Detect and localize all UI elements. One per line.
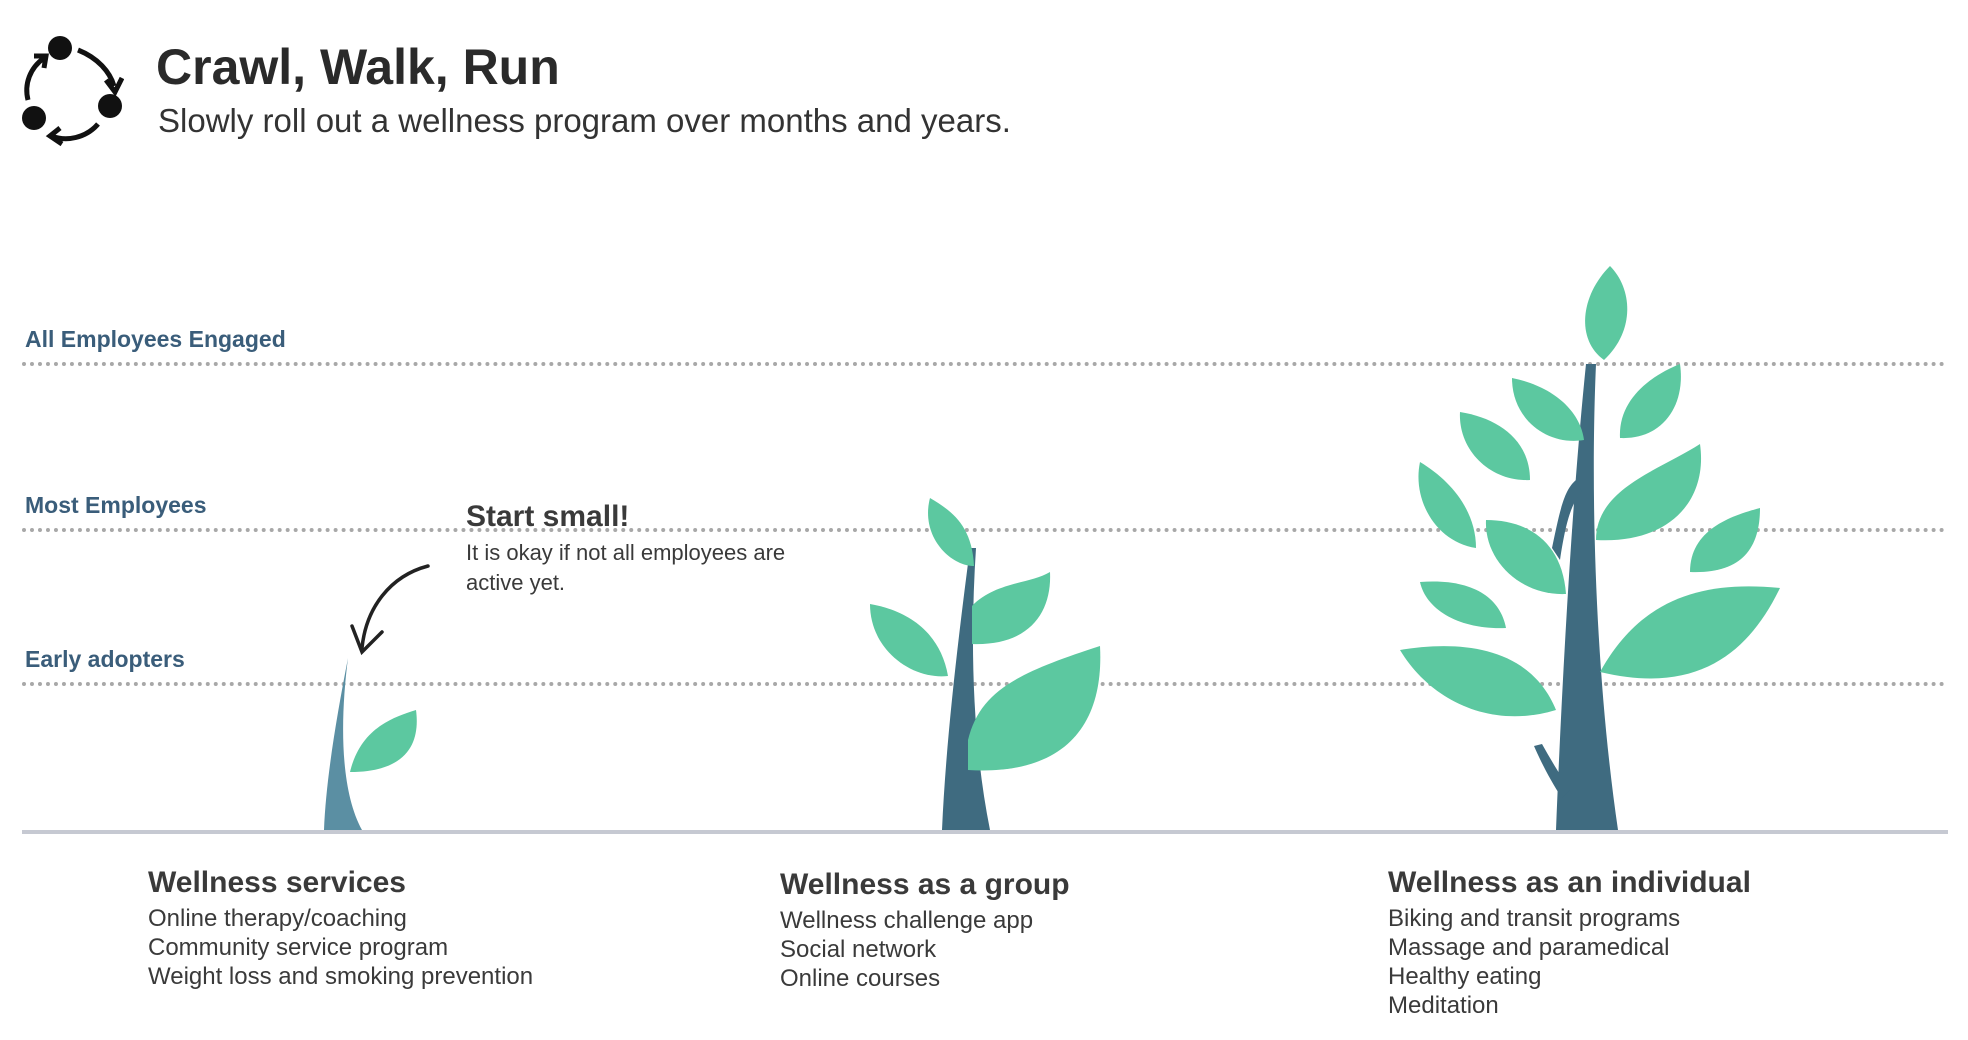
level-line-early-adopters xyxy=(22,682,1946,686)
stage-item: Healthy eating xyxy=(1388,963,1542,990)
callout-text: It is okay if not all employees are acti… xyxy=(466,540,786,595)
level-label-early-adopters: Early adopters xyxy=(25,646,185,672)
curved-arrow-icon xyxy=(350,564,430,656)
cycle-arrows-icon xyxy=(22,36,124,147)
stage-item: Meditation xyxy=(1388,992,1499,1019)
stage-title: Wellness as an individual xyxy=(1388,866,1751,899)
stage-item: Biking and transit programs xyxy=(1388,905,1681,932)
level-line-most-employees xyxy=(22,528,1946,532)
page-subtitle: Slowly roll out a wellness program over … xyxy=(158,102,1011,139)
stage-item: Online therapy/coaching xyxy=(148,905,407,932)
ground-baseline xyxy=(22,830,1948,834)
stage-wellness-services: Wellness services Online therapy/coachin… xyxy=(148,866,533,991)
stage-item: Social network xyxy=(780,936,937,963)
stage-item: Weight loss and smoking prevention xyxy=(148,963,534,990)
callout-title: Start small! xyxy=(466,500,630,533)
stage-item: Massage and paramedical xyxy=(1388,934,1670,961)
young-tree-icon xyxy=(870,498,1101,830)
stage-item: Community service program xyxy=(148,934,449,961)
level-line-all-employees xyxy=(22,362,1946,366)
stage-item: Wellness challenge app xyxy=(780,907,1034,934)
stage-wellness-individual: Wellness as an individual Biking and tra… xyxy=(1388,866,1751,1020)
level-label-most-employees: Most Employees xyxy=(25,492,207,518)
stage-title: Wellness services xyxy=(148,866,406,899)
stage-wellness-group: Wellness as a group Wellness challenge a… xyxy=(780,868,1070,993)
page-title: Crawl, Walk, Run xyxy=(156,39,560,95)
full-tree-icon xyxy=(1400,266,1780,830)
stage-item: Online courses xyxy=(780,965,941,992)
stage-title: Wellness as a group xyxy=(780,868,1070,901)
level-label-all-employees: All Employees Engaged xyxy=(25,326,286,352)
sapling-icon xyxy=(324,658,417,830)
